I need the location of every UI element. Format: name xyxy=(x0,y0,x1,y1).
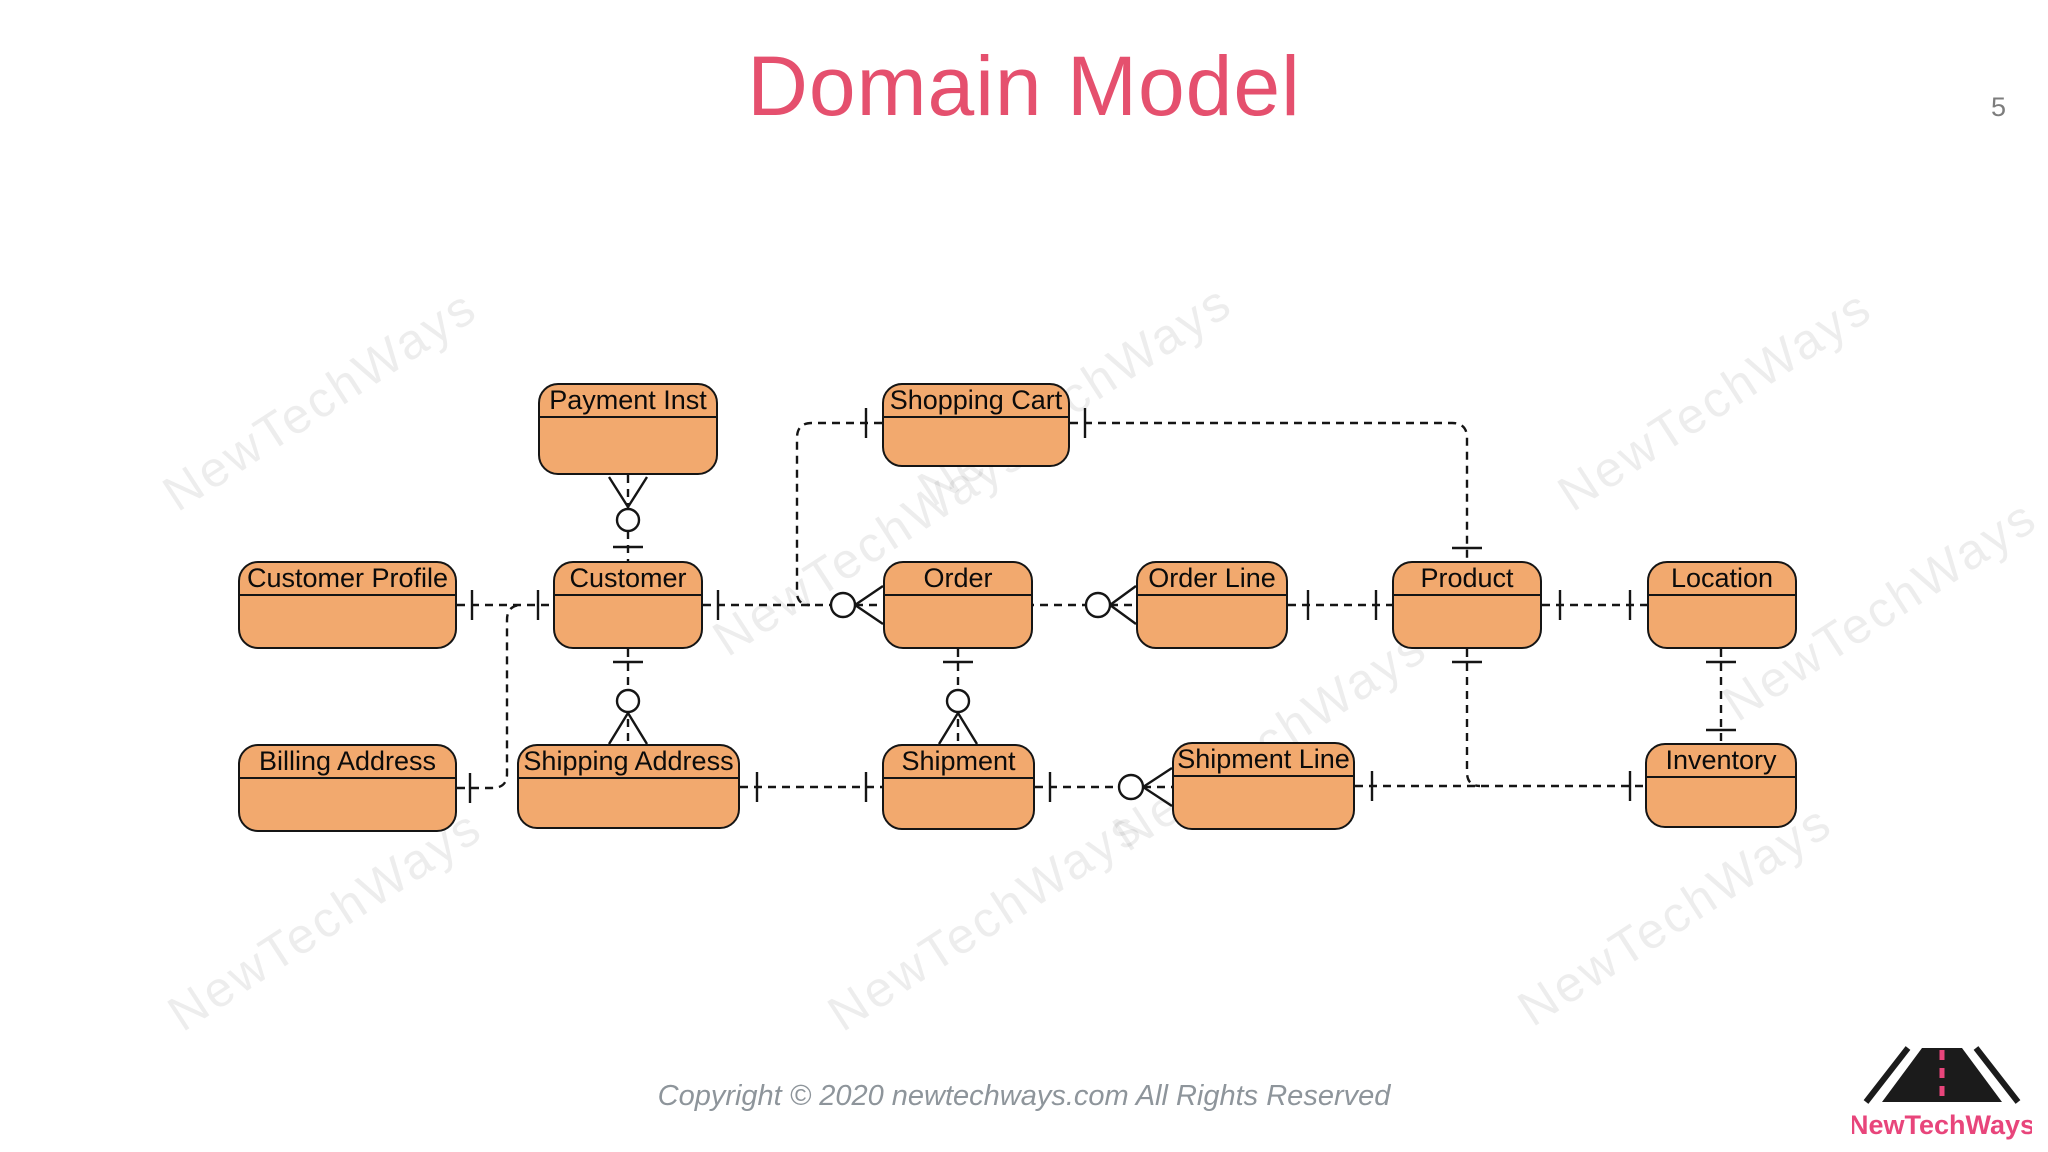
connector-shipment-shipment-line xyxy=(1035,766,1173,808)
connector-shipping-address-shipment xyxy=(740,772,882,802)
entity-shipment: Shipment xyxy=(882,744,1035,830)
entity-label: Shipping Address xyxy=(519,746,738,779)
connector-product-location xyxy=(1542,590,1647,620)
connector-shopping-cart-left xyxy=(795,408,882,607)
entity-label: Customer Profile xyxy=(240,563,455,596)
connector-customer-profile-customer xyxy=(457,590,553,620)
entity-label: Shopping Cart xyxy=(884,385,1068,418)
connector-order-line-product xyxy=(1288,590,1392,620)
entity-customer: Customer xyxy=(553,561,703,649)
entity-label: Billing Address xyxy=(240,746,455,779)
entity-shipment-line: Shipment Line xyxy=(1172,742,1355,830)
connector-customer-shipping-address xyxy=(607,649,649,745)
entity-label: Shipment Line xyxy=(1174,744,1353,777)
connector-shopping-cart-product xyxy=(1070,408,1482,561)
entity-label: Order Line xyxy=(1138,563,1286,596)
connector-shipment-line-inventory xyxy=(1355,771,1645,801)
entity-location: Location xyxy=(1647,561,1797,649)
entity-order-line: Order Line xyxy=(1136,561,1288,649)
entity-label: Customer xyxy=(555,563,701,596)
entity-label: Order xyxy=(885,563,1031,596)
entity-label: Inventory xyxy=(1647,745,1795,778)
entity-billing-address: Billing Address xyxy=(238,744,457,832)
connector-product-inventory xyxy=(1452,649,1482,788)
page-title: Domain Model xyxy=(747,39,1301,133)
entity-label: Location xyxy=(1649,563,1795,596)
page-number: 5 xyxy=(1990,92,2006,122)
connector-order-shipment xyxy=(937,649,979,745)
entity-shipping-address: Shipping Address xyxy=(517,744,740,829)
entity-inventory: Inventory xyxy=(1645,743,1797,828)
entity-customer-profile: Customer Profile xyxy=(238,561,457,649)
connector-customer-payment-inst xyxy=(607,475,649,561)
connector-billing-address-customer xyxy=(457,603,521,803)
entity-order: Order xyxy=(883,561,1033,649)
entity-product: Product xyxy=(1392,561,1542,649)
logo-text: NewTechWays xyxy=(1852,1110,2032,1140)
connector-customer-order xyxy=(703,585,884,625)
entity-label: Shipment xyxy=(884,746,1033,779)
entity-payment-inst: Payment Inst xyxy=(538,383,718,475)
connector-location-inventory xyxy=(1706,649,1736,743)
entity-shopping-cart: Shopping Cart xyxy=(882,383,1070,467)
entity-label: Payment Inst xyxy=(540,385,716,418)
copyright-text: Copyright © 2020 newtechways.com All Rig… xyxy=(657,1080,1391,1112)
entity-label: Product xyxy=(1394,563,1540,596)
newtechways-logo: NewTechWays xyxy=(1852,1046,2032,1140)
road-icon xyxy=(1863,1046,2021,1104)
